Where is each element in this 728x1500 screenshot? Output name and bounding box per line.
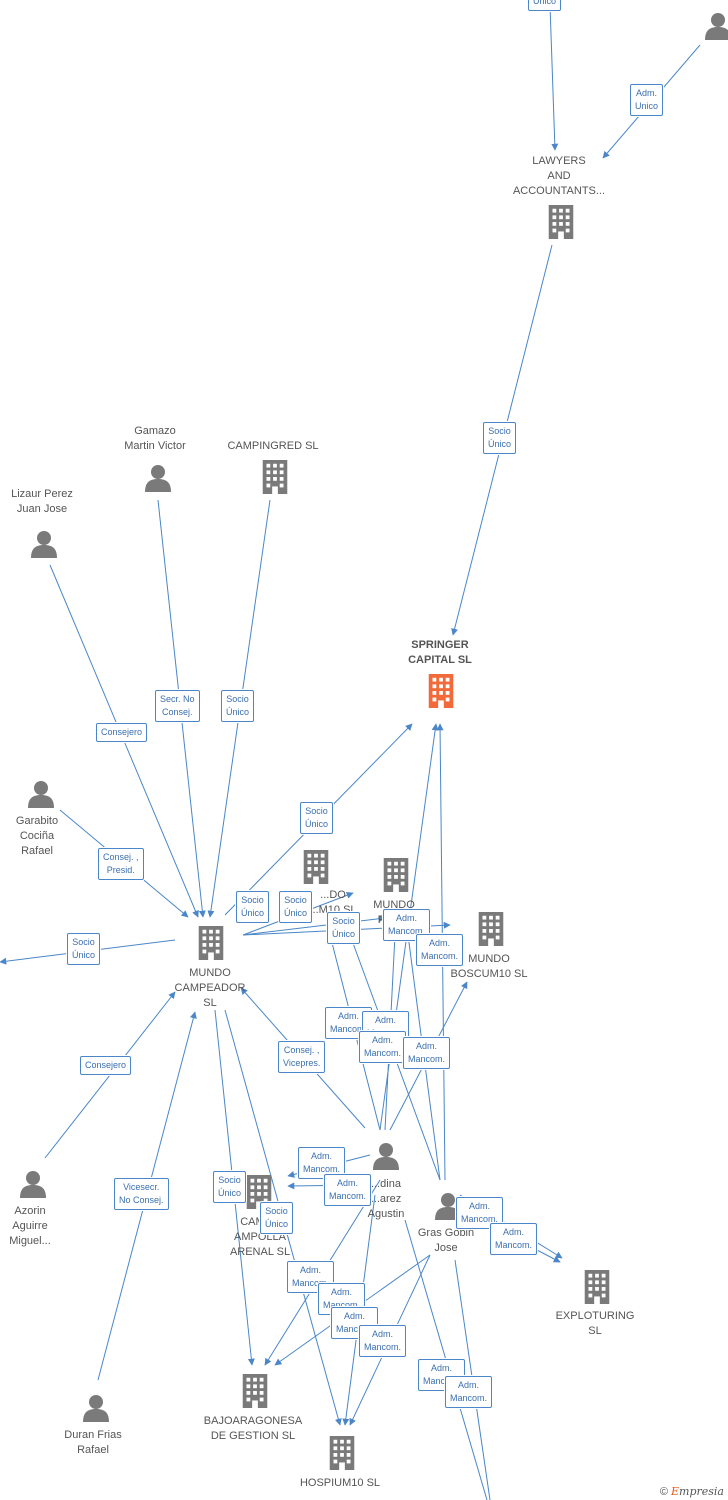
edge-label: Adm. Mancom.: [359, 1325, 407, 1357]
edge-label: Socio Único: [279, 891, 313, 923]
edge-label: Adm. Unico: [630, 84, 664, 116]
edge-label: Socio Único: [260, 1202, 294, 1234]
person-label-gamazo[interactable]: Gamazo Martin Victor: [124, 425, 186, 452]
company-label-mundo-m10[interactable]: ...DO ...M10 SL: [309, 889, 357, 916]
building-icon-highlight: [428, 674, 454, 708]
company-label-mundo-boscum[interactable]: MUNDO BOSCUM10 SL: [450, 953, 528, 980]
person-label-medina[interactable]: ...dina ...arez Agustin: [367, 1178, 405, 1220]
building-icon: [584, 1270, 610, 1304]
edge-label: Secr. No Consej.: [155, 690, 200, 722]
company-label-lawyers[interactable]: LAWYERS AND ACCOUNTANTS...: [512, 155, 606, 197]
edge-label: Adm. Mancom.: [359, 1031, 407, 1063]
company-nodes: [198, 205, 610, 1470]
person-icon: [705, 13, 728, 40]
person-label-azorin[interactable]: Azorin Aguirre Miguel...: [9, 1205, 51, 1247]
edge-label: Consej. , Vicepres.: [278, 1041, 326, 1073]
building-icon: [242, 1374, 268, 1408]
edge-label: Adm. Mancom.: [403, 1037, 451, 1069]
company-label-springer[interactable]: SPRINGER CAPITAL SL: [408, 639, 472, 666]
building-icon: [383, 858, 409, 892]
edge-label: Adm. Mancom.: [416, 934, 464, 966]
person-icon: [83, 1395, 109, 1422]
edge-label: Adm. Mancom.: [445, 1376, 493, 1408]
person-icon: [31, 531, 57, 558]
copyright-icon: ©: [659, 1486, 668, 1498]
edge-label: Socio Único: [300, 802, 334, 834]
edge-label: Único: [528, 0, 562, 11]
edge-label: Adm. Mancom.: [298, 1147, 346, 1179]
person-label-duran[interactable]: Duran Frias Rafael: [64, 1429, 122, 1456]
building-icon: [329, 1436, 355, 1470]
edge-label: Socio Único: [221, 690, 255, 722]
company-label-bajoaragonesa[interactable]: BAJOARAGONESA DE GESTION SL: [203, 1415, 303, 1442]
edge-label: Socio Único: [67, 933, 101, 965]
edge-label: Consejero: [96, 723, 148, 742]
building-icon: [548, 205, 574, 239]
building-icon: [478, 912, 504, 946]
company-label-campingred[interactable]: CAMPINGRED SL: [227, 440, 319, 452]
person-icon: [28, 781, 54, 808]
person-label-gras[interactable]: Gras Gobin Jose: [417, 1227, 475, 1254]
person-label-lizaur[interactable]: Lizaur Perez Juan Jose: [11, 488, 73, 515]
building-icon: [262, 460, 288, 494]
edge-label: Consej. , Presid.: [98, 848, 144, 880]
company-label-exploturing[interactable]: EXPLOTURING SL: [555, 1310, 635, 1337]
person-label-garabito[interactable]: Garabito Cociña Rafael: [15, 815, 59, 857]
company-label-hospium[interactable]: HOSPIUM10 SL: [299, 1477, 381, 1489]
edge-label: Consejero: [80, 1056, 132, 1075]
edge-label: Adm. Mancom.: [324, 1174, 372, 1206]
edge-label: Socio Único: [213, 1171, 247, 1203]
footer-brand: © Empresia: [660, 1485, 724, 1498]
person-icon: [20, 1171, 46, 1198]
brand-logo: Empresia: [671, 1485, 724, 1498]
building-icon: [303, 850, 329, 884]
edge-label: Vicesecr. No Consej.: [114, 1178, 169, 1210]
building-icon: [198, 926, 224, 960]
company-label-mundo-campeador[interactable]: MUNDO CAMPEADOR SL: [174, 967, 246, 1009]
person-icon: [373, 1143, 399, 1170]
person-icon: [145, 465, 171, 492]
edge-label: Socio Único: [483, 422, 517, 454]
edge-label: Adm. Mancom.: [490, 1223, 538, 1255]
edge-label: Socio Único: [236, 891, 270, 923]
edge-label: Socio Único: [327, 912, 361, 944]
